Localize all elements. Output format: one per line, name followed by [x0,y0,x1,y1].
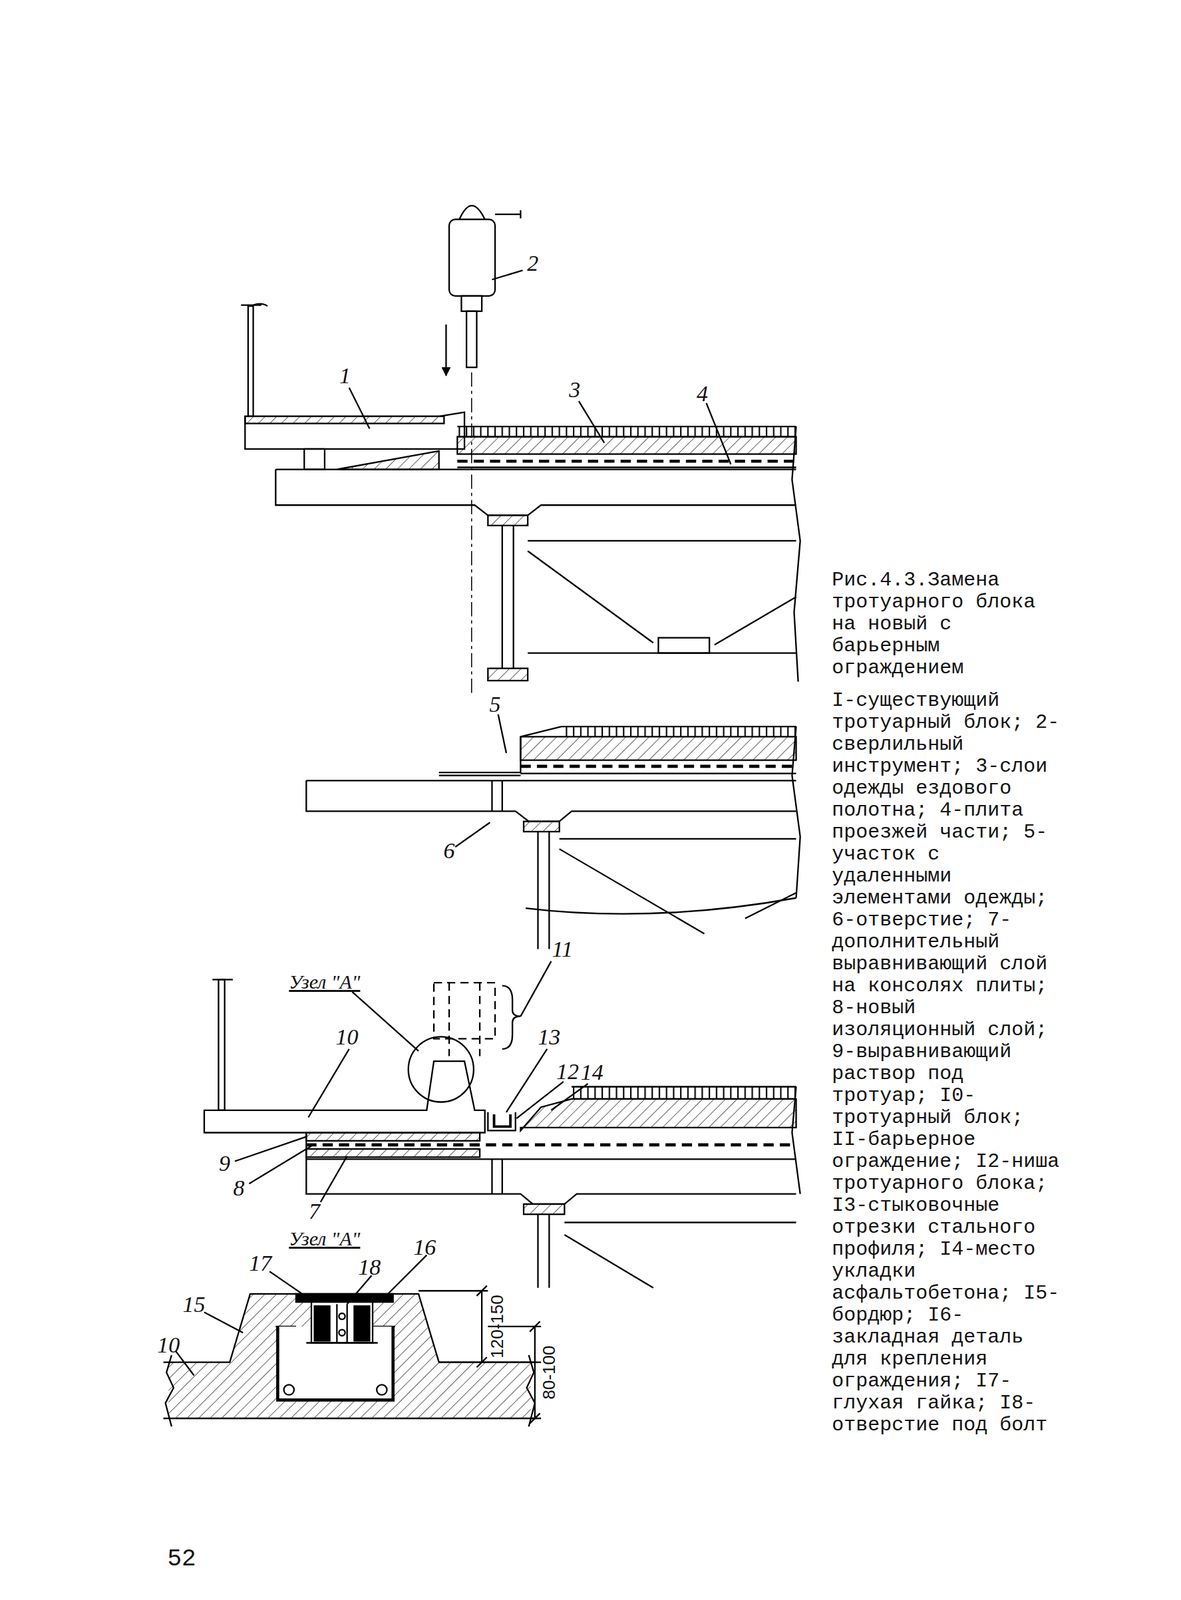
page-number: 52 [167,1547,196,1572]
callout-number: 18 [357,1256,381,1279]
callout-number: 16 [413,1236,436,1259]
callout-number: 15 [182,1293,205,1317]
callout-number: 6 [443,839,456,863]
callout-number: 9 [218,1152,231,1176]
legend-text: I-существующий тротуарный блок; 2-сверли… [831,689,1072,1437]
detail-reference: Узел "А" [288,972,360,993]
callout-number: 17 [248,1252,272,1275]
callout-number: 3 [568,378,581,402]
callout-number: 4 [696,382,708,406]
callout-number: 11 [552,938,573,961]
figure-caption: Рис.4.3.Замена тротуарного блока на новы… [831,569,1072,680]
detail-reference: Узел "А" [288,1228,360,1249]
callout-number: 14 [580,1061,604,1084]
callout-number: 10 [336,1025,359,1049]
callout-number: 5 [489,693,502,716]
callout-number: 10 [157,1334,180,1357]
callout-number: 2 [526,252,539,275]
callout-number: 8 [232,1177,245,1200]
callout-number: 12 [556,1060,579,1084]
callout-number: 13 [537,1025,561,1049]
dimension-text: 80-100 [540,1346,558,1400]
callout-number: 7 [308,1200,321,1223]
dimension-text: 120-150 [488,1295,506,1359]
callout-number: 1 [339,364,351,388]
